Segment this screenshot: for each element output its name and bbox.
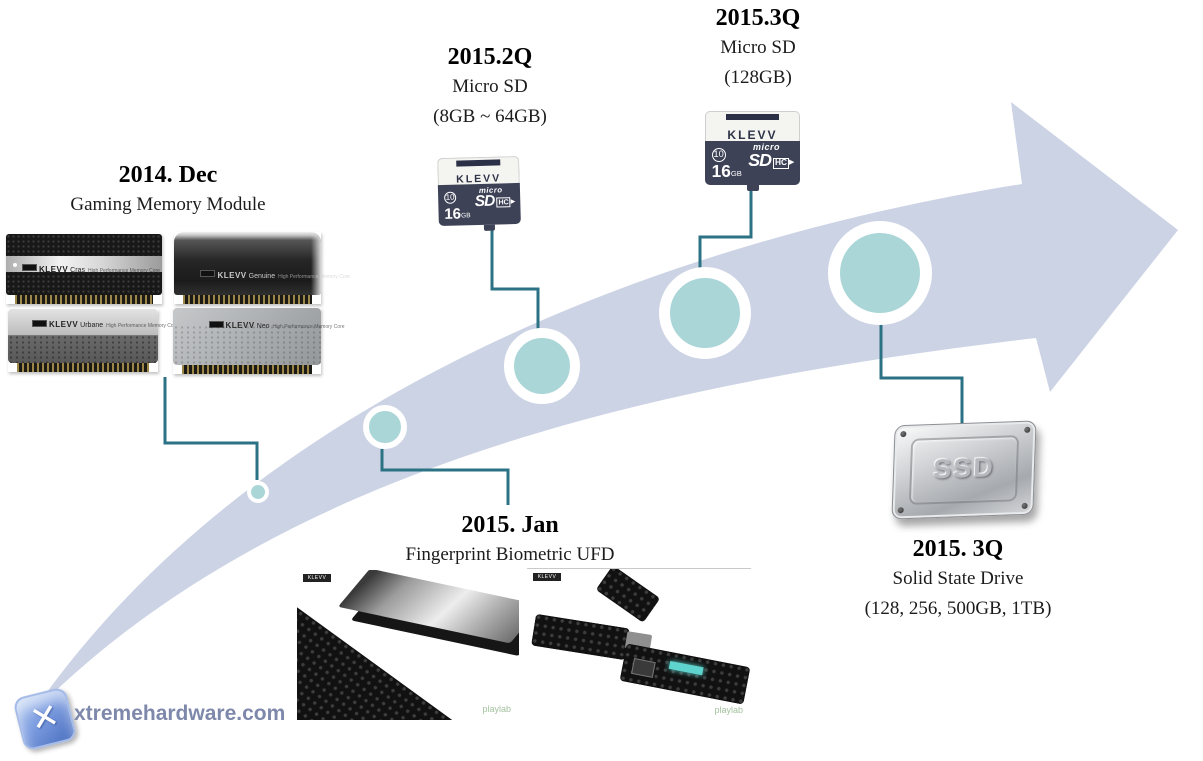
playlab-watermark: playlab xyxy=(714,705,743,715)
milestone-capacity: (128, 256, 500GB, 1TB) xyxy=(864,598,1052,619)
milestone-2014-dec-heading: 2014. Dec Gaming Memory Module xyxy=(10,160,326,220)
milestone-date: 2015. Jan xyxy=(461,512,559,538)
ram-pins xyxy=(17,363,149,372)
ram-pins xyxy=(181,365,313,374)
ram-pins xyxy=(182,295,313,304)
screw-icon xyxy=(897,507,904,514)
timeline-node-2014-dec xyxy=(247,481,269,503)
capacity-label: 16GB xyxy=(711,161,742,182)
milestone-2015-3q-sd-heading: 2015.3Q Micro SD (128GB) xyxy=(658,3,858,93)
milestone-date: 2015. 3Q xyxy=(912,536,1004,562)
ufd-drive-small xyxy=(595,569,661,623)
milestone-date: 2015.3Q xyxy=(715,5,801,31)
microsd-label-area: KLEVV xyxy=(705,111,800,142)
klevv-logo-chip xyxy=(200,270,216,278)
milestone-date: 2014. Dec xyxy=(118,162,218,188)
timeline-node-2015-3q-sd xyxy=(659,267,751,359)
xtremehardware-watermark-text: xtremehardware.com xyxy=(74,702,286,725)
klevv-mini-logo: KLEVV xyxy=(303,574,331,582)
microsd-connector-tab xyxy=(483,224,495,231)
milestone-title: Micro SD xyxy=(720,37,796,58)
fingerprint-sensor xyxy=(631,657,656,678)
arrow-glyph: ▶ xyxy=(510,199,516,206)
connector-2014-dec xyxy=(163,377,259,480)
milestone-title: Micro SD xyxy=(452,76,528,97)
ram-pins xyxy=(15,295,153,304)
microsd-contact-slot xyxy=(455,159,501,167)
playlab-watermark: playlab xyxy=(482,704,511,714)
screw-icon xyxy=(1021,502,1028,510)
milestone-title: Gaming Memory Module xyxy=(70,194,266,215)
ssd-drive-image: SSD xyxy=(891,420,1037,520)
milestone-date: 2015.2Q xyxy=(447,44,533,70)
arrow-glyph: ▶ xyxy=(789,159,795,167)
microsd-contact-slot xyxy=(726,114,779,120)
ufd-drive-fingerprint xyxy=(619,643,751,705)
klevv-logo-chip xyxy=(208,320,224,328)
ram-silver-band xyxy=(6,255,162,272)
screw-icon xyxy=(900,430,907,438)
klevv-brand-text: KLEVV xyxy=(727,127,778,142)
microsd-label-area: KLEVV xyxy=(437,155,520,187)
timeline-node-2015-3q-ssd xyxy=(828,221,932,325)
microsd-connector-tab xyxy=(746,185,760,191)
milestone-capacity: (128GB) xyxy=(724,67,792,88)
connector-2015-2q xyxy=(490,226,540,331)
milestone-capacity: (8GB ~ 64GB) xyxy=(433,106,547,127)
screw-icon xyxy=(1024,426,1031,433)
connector-2015-jan xyxy=(380,449,510,505)
klevv-logo-chip xyxy=(22,264,37,272)
milestone-2015-jan-heading: 2015. Jan Fingerprint Biometric UFD xyxy=(360,510,660,570)
milestone-title: Solid State Drive xyxy=(892,568,1024,589)
timeline-node-2015-2q xyxy=(504,328,580,404)
milestone-title: Fingerprint Biometric UFD xyxy=(405,544,615,565)
connector-2015-3q-sd xyxy=(698,186,753,269)
klevv-logo-chip xyxy=(32,319,47,327)
ssd-embossed-label: SSD xyxy=(932,452,996,485)
capacity-label: 16GB xyxy=(444,205,471,223)
timeline-node-2015-jan xyxy=(363,405,407,449)
speed-class-10-icon: 10 xyxy=(711,147,726,162)
ufd-drive-with-cap xyxy=(531,613,630,661)
milestone-2015-2q-heading: 2015.2Q Micro SD (8GB ~ 64GB) xyxy=(390,42,590,132)
connector-2015-3q-ssd xyxy=(879,324,964,424)
ufd-product-photo-left: KLEVV playlab xyxy=(297,570,519,720)
milestone-2015-3q-ssd-heading: 2015. 3Q Solid State Drive (128, 256, 50… xyxy=(830,534,1086,624)
klevv-mini-logo: KLEVV xyxy=(533,573,561,581)
teal-indicator-stripe xyxy=(668,660,704,676)
speed-class-10-icon: 10 xyxy=(443,191,457,205)
ufd-product-photo-right: KLEVV playlab xyxy=(527,568,751,721)
